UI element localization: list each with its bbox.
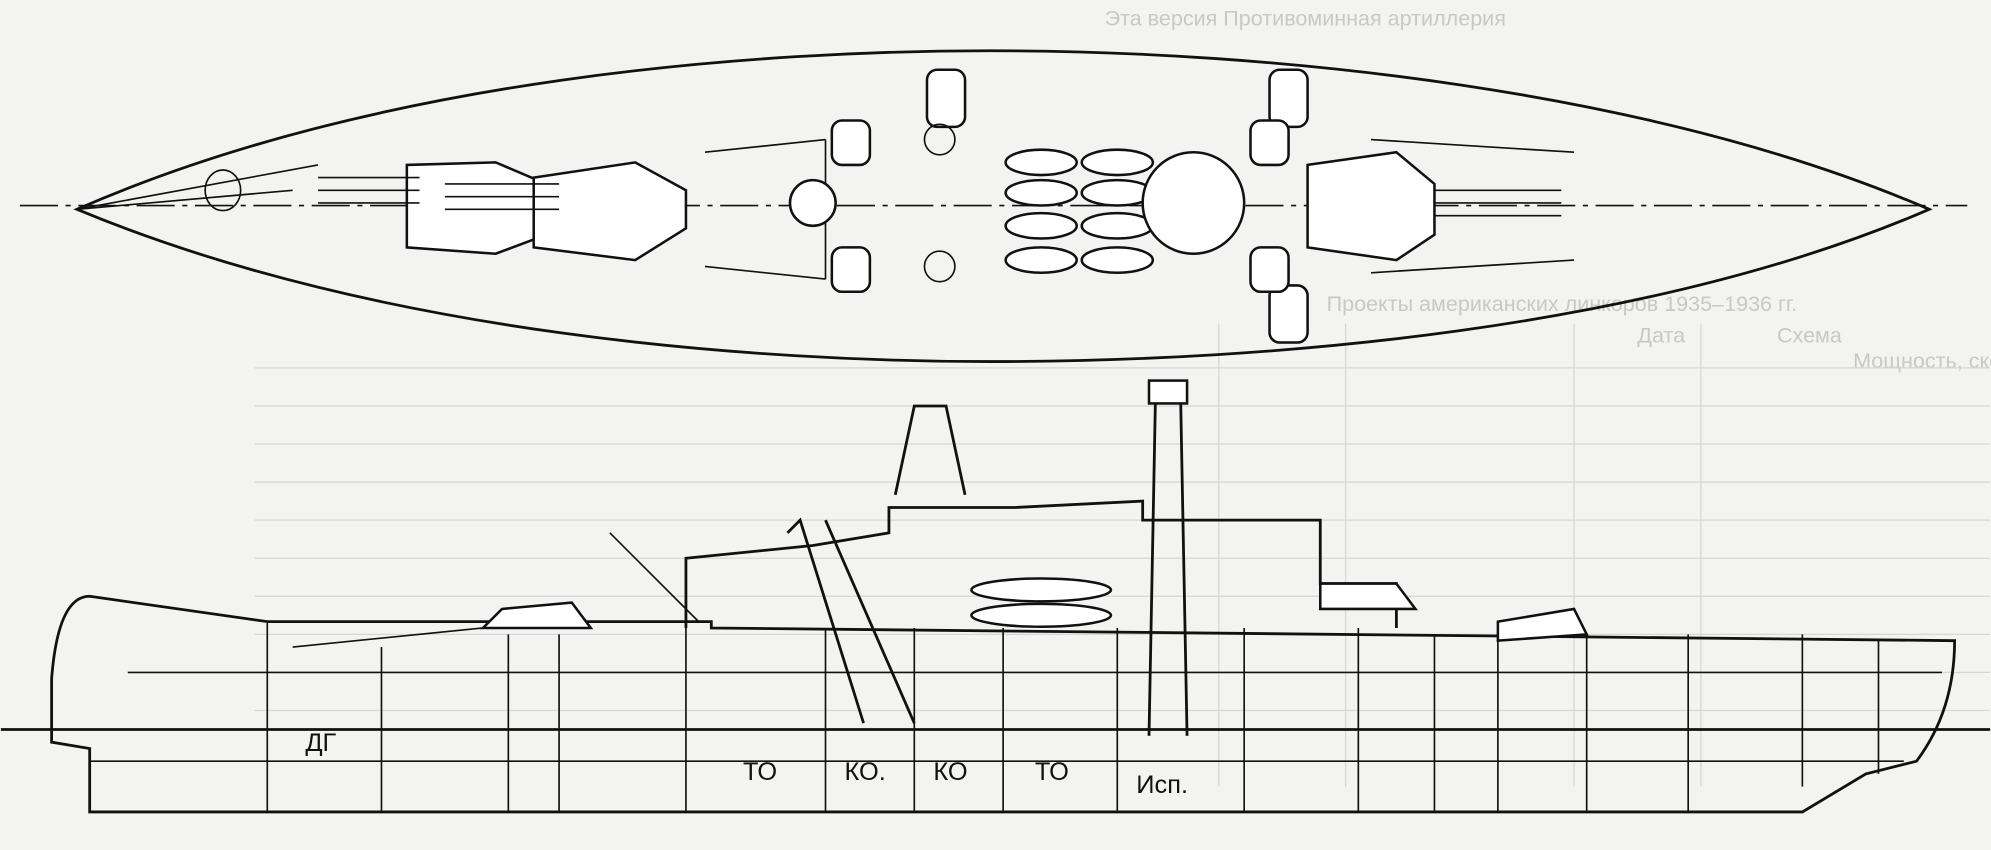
label-diesel-generators: ДГ <box>305 729 336 757</box>
label-boiler-room-2: КО <box>933 758 967 786</box>
label-boiler-room-1: КО. <box>845 758 886 786</box>
profile-view: ДГ ТО КО. КО ТО Исп. <box>0 379 1991 814</box>
ghost-line-2: Проекты американских линкоров 1935–1936 … <box>1327 291 1798 316</box>
ghost-header-scheme: Схема <box>1777 323 1842 348</box>
label-test-room: Исп. <box>1136 771 1188 799</box>
ghost-header-power: Мощность, скорость <box>1853 348 1991 373</box>
ghost-line-1: Эта версия Противоминная артиллерия <box>1105 5 1506 30</box>
label-turbine-room-2: ТО <box>1035 758 1069 786</box>
bleed-through-text: Эта версия Противоминная артиллерия Прое… <box>254 5 1991 787</box>
label-turbine-room-1: ТО <box>743 758 777 786</box>
plan-view <box>19 49 1968 363</box>
ghost-header-date: Дата <box>1637 323 1685 348</box>
